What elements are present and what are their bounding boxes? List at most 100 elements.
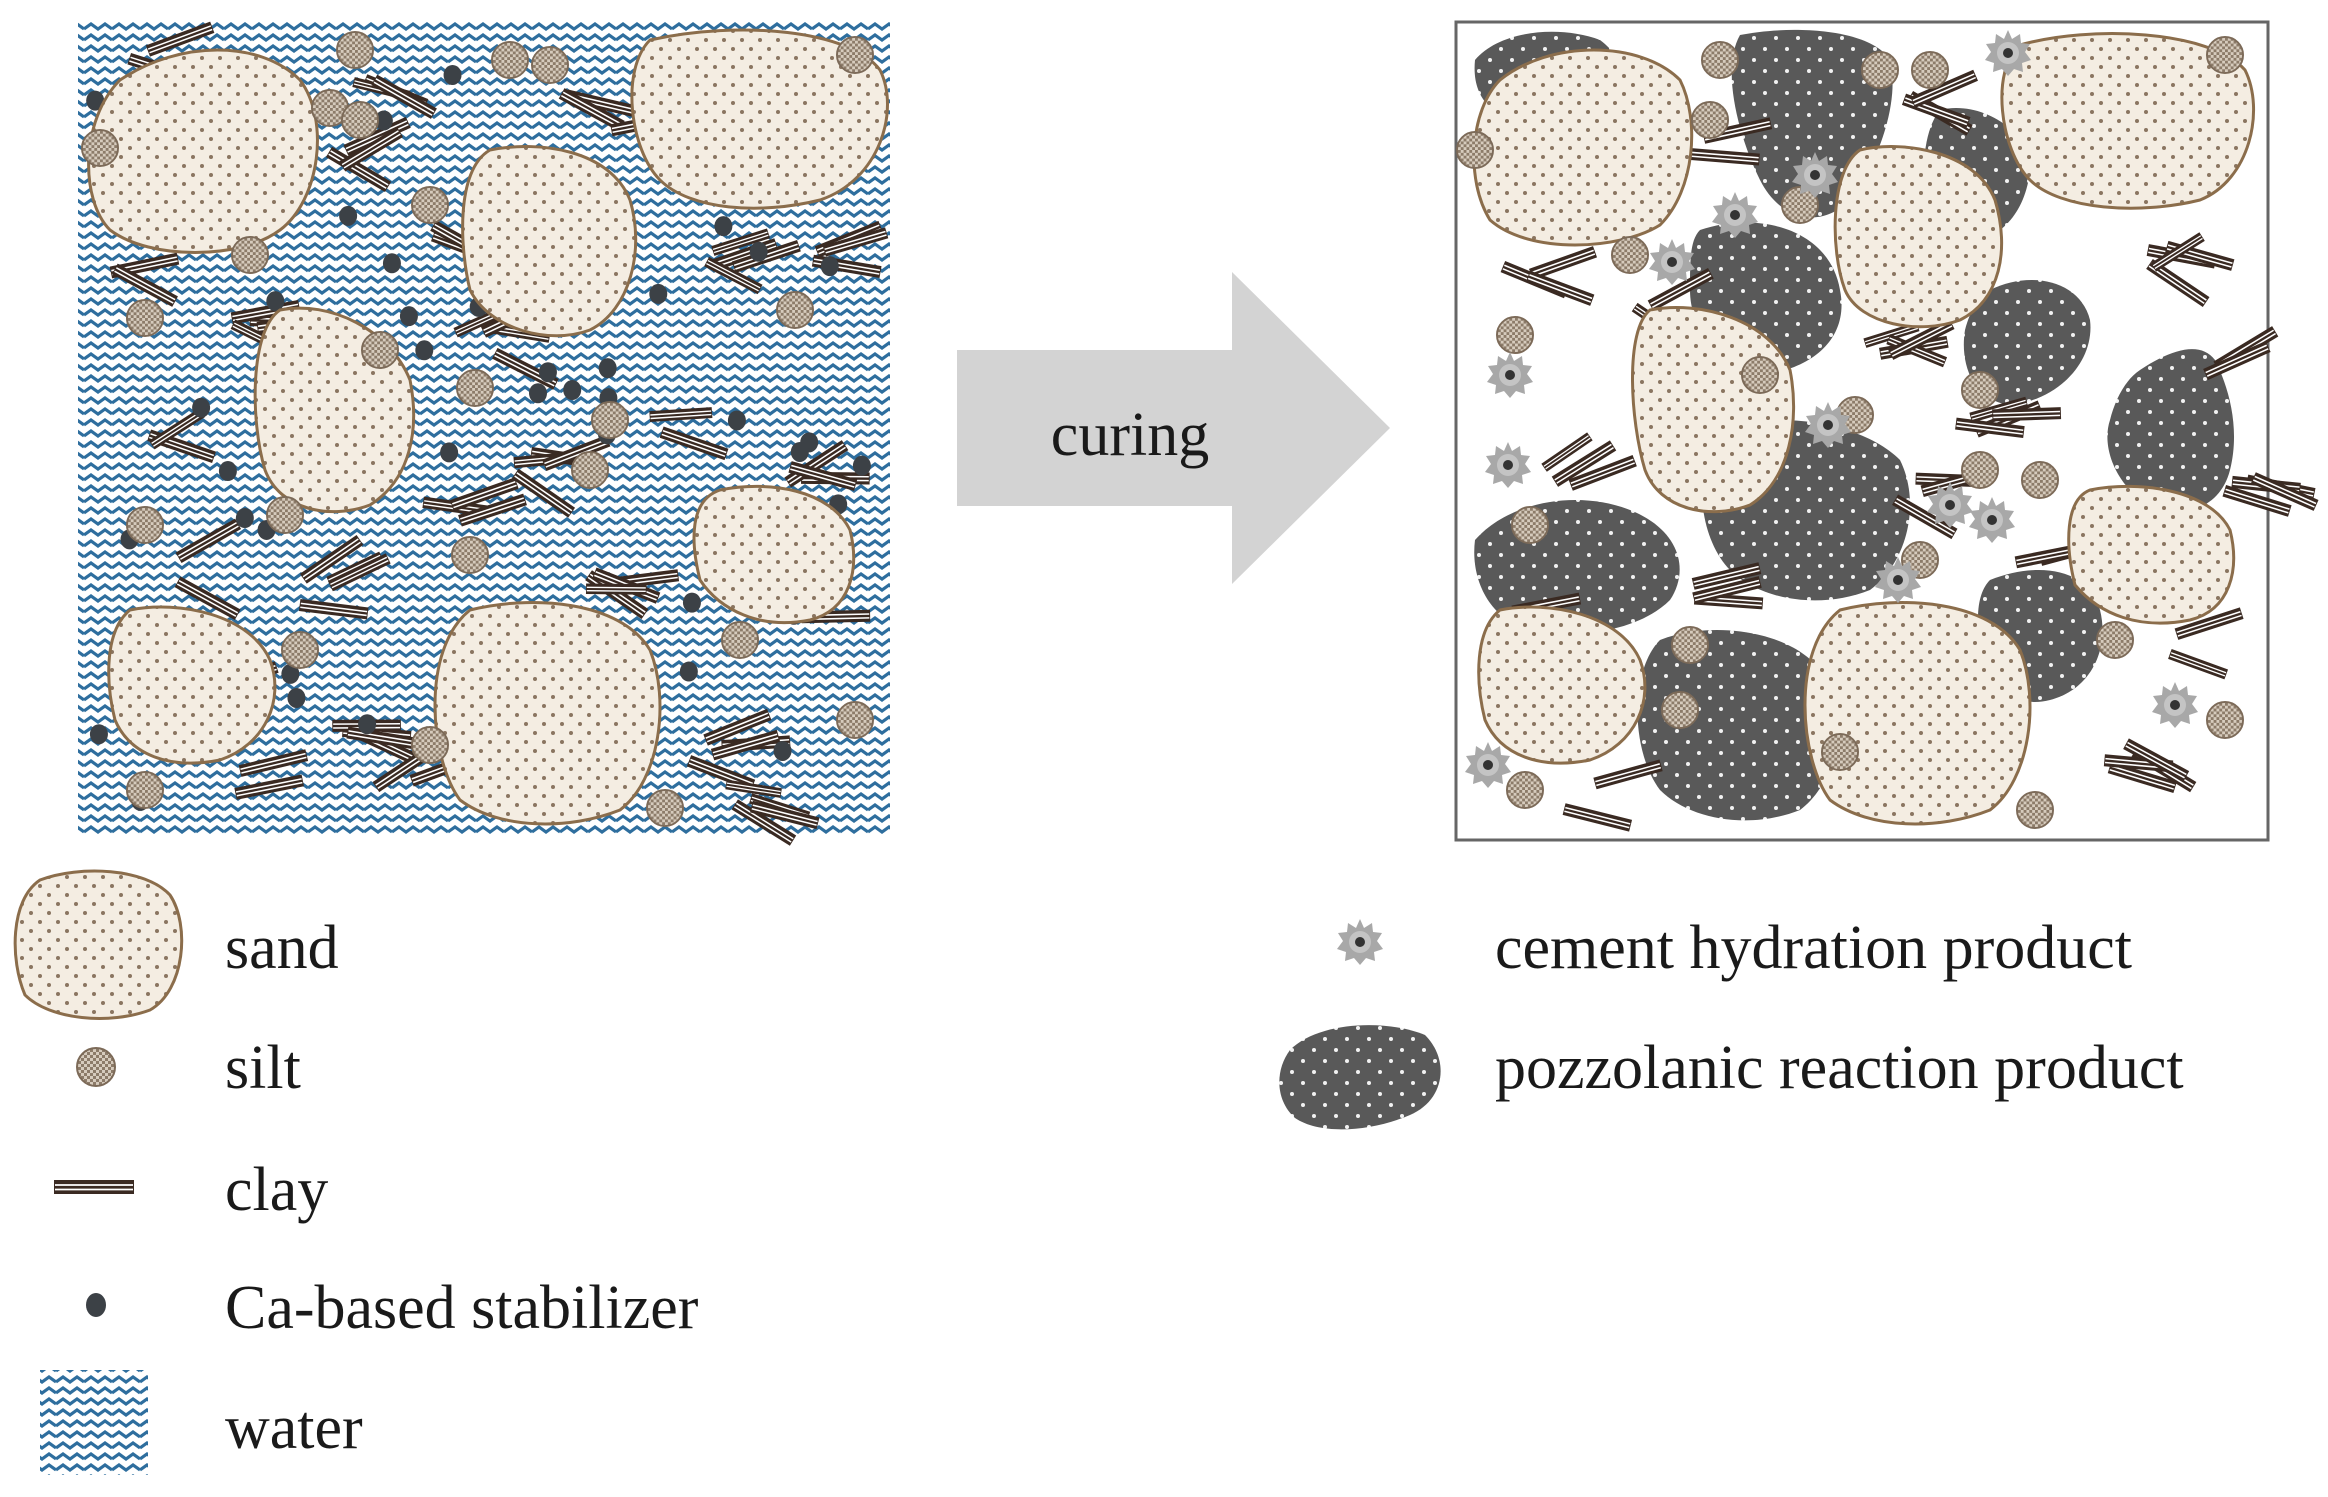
silt-particle [491, 41, 529, 80]
stabilizer-dot [399, 306, 418, 327]
silt-particle [1495, 316, 1535, 354]
legend-left: sand silt clay Ca-based stabilizer water [13, 869, 699, 1475]
legend-item-silt: silt [76, 1034, 301, 1102]
legend-label-sand: sand [225, 914, 339, 982]
stabilizer-dot [440, 442, 459, 463]
silt-particle [591, 401, 629, 439]
silt-particle [2095, 621, 2135, 659]
sand-grain [107, 605, 277, 765]
silt-particle [2205, 36, 2245, 75]
silt-particle-icon [76, 1047, 116, 1087]
silt-particle [456, 369, 494, 407]
sand-grain [692, 484, 856, 625]
stabilizer-dot [563, 380, 582, 401]
stabilizer-dot [679, 661, 698, 682]
silt-particle [1510, 506, 1550, 544]
sand-grain [630, 28, 889, 210]
curing-arrow: curing [957, 272, 1390, 584]
legend-label-clay: clay [225, 1156, 328, 1224]
silt-particle [836, 36, 874, 75]
stabilizer-dot [538, 362, 557, 383]
pozzolanic-mass [1963, 280, 2091, 405]
silt-particle [776, 291, 814, 329]
silt-particle [2020, 461, 2060, 499]
silt-particle [836, 701, 874, 739]
silt-particle [1740, 356, 1780, 394]
stabilizer-dot [287, 687, 306, 708]
sand-grain [461, 145, 638, 338]
sand-grain [433, 601, 662, 826]
silt-particle [80, 128, 120, 168]
stabilizer-dot-icon [86, 1293, 106, 1317]
water-wave-icon [40, 1370, 148, 1475]
legend-item-water: water [40, 1370, 363, 1475]
silt-particle [1960, 451, 2000, 489]
stabilizer-dot [382, 253, 401, 274]
silt-particle [411, 185, 449, 225]
stabilizer-dot [790, 441, 809, 462]
silt-particle [1910, 51, 1950, 90]
stabilizer-dot [773, 740, 792, 761]
stabilizer-dot [192, 397, 211, 418]
legend-item-cement: cement hydration product [1337, 914, 2132, 982]
stabilizer-dot [443, 64, 462, 85]
legend-label-stabilizer: Ca-based stabilizer [225, 1274, 699, 1342]
legend-item-clay: clay [53, 1156, 328, 1224]
stabilizer-dot [682, 592, 701, 613]
stabilizer-dot [89, 724, 108, 745]
stabilizer-dot [820, 256, 839, 277]
stabilizer-dot [358, 714, 377, 735]
stabilizer-dot [281, 663, 300, 684]
stabilizer-dot [235, 508, 254, 529]
arrow-shape [957, 272, 1390, 584]
stabilizer-dot [749, 241, 768, 262]
stabilizer-dot [598, 358, 617, 379]
silt-particle [361, 331, 399, 369]
silt-particle [411, 726, 449, 764]
stabilizer-dot [727, 410, 746, 431]
silt-particle [125, 299, 165, 337]
silt-particle [1820, 733, 1860, 771]
sand-grain [2067, 484, 2236, 625]
sand-grain [1833, 145, 2004, 329]
arrow-label: curing [1051, 401, 1209, 469]
legend-label-pozzolanic: pozzolanic reaction product [1495, 1034, 2184, 1102]
sand-grain-icon [13, 869, 184, 1020]
clay-platelet-icon [53, 1179, 135, 1195]
silt-particle [531, 46, 569, 85]
silt-particle [266, 496, 304, 534]
pozzolanic-product-icon [1279, 1025, 1441, 1130]
stabilizer-dot [649, 283, 668, 304]
legend-item-sand: sand [13, 869, 339, 1020]
silt-particle [1700, 41, 1740, 80]
stabilizer-dot [339, 205, 358, 226]
silt-particle [2015, 791, 2055, 829]
cement-hydration-icon [1337, 919, 1383, 965]
legend-label-water: water [225, 1394, 363, 1462]
stabilizer-dot [218, 461, 237, 482]
sand-grain [2000, 32, 2256, 210]
pozzolanic-mass [2107, 349, 2235, 512]
stabilizer-dot [266, 291, 285, 312]
pozzolanic-mass [1637, 630, 1838, 821]
sand-grain [1803, 601, 2032, 826]
legend-item-stabilizer: Ca-based stabilizer [86, 1274, 699, 1342]
clay-platelet [1991, 406, 2063, 423]
silt-particle [451, 536, 489, 574]
silt-particle [125, 506, 165, 544]
sand-grain [87, 48, 319, 254]
stabilizer-dot [415, 340, 434, 361]
stabilizer-dot [852, 455, 871, 476]
silt-particle [336, 31, 374, 70]
silt-particle [1960, 371, 2000, 409]
stabilizer-dot [86, 90, 105, 111]
legend-label-cement: cement hydration product [1495, 914, 2132, 982]
silt-particle [1505, 771, 1545, 809]
stabilizer-dot [528, 383, 547, 404]
silt-particle [230, 235, 269, 274]
uncured-soil-panel [78, 20, 890, 847]
stabilizer-dot [374, 110, 393, 131]
legend-label-silt: silt [225, 1034, 301, 1102]
silt-particle [125, 771, 165, 809]
